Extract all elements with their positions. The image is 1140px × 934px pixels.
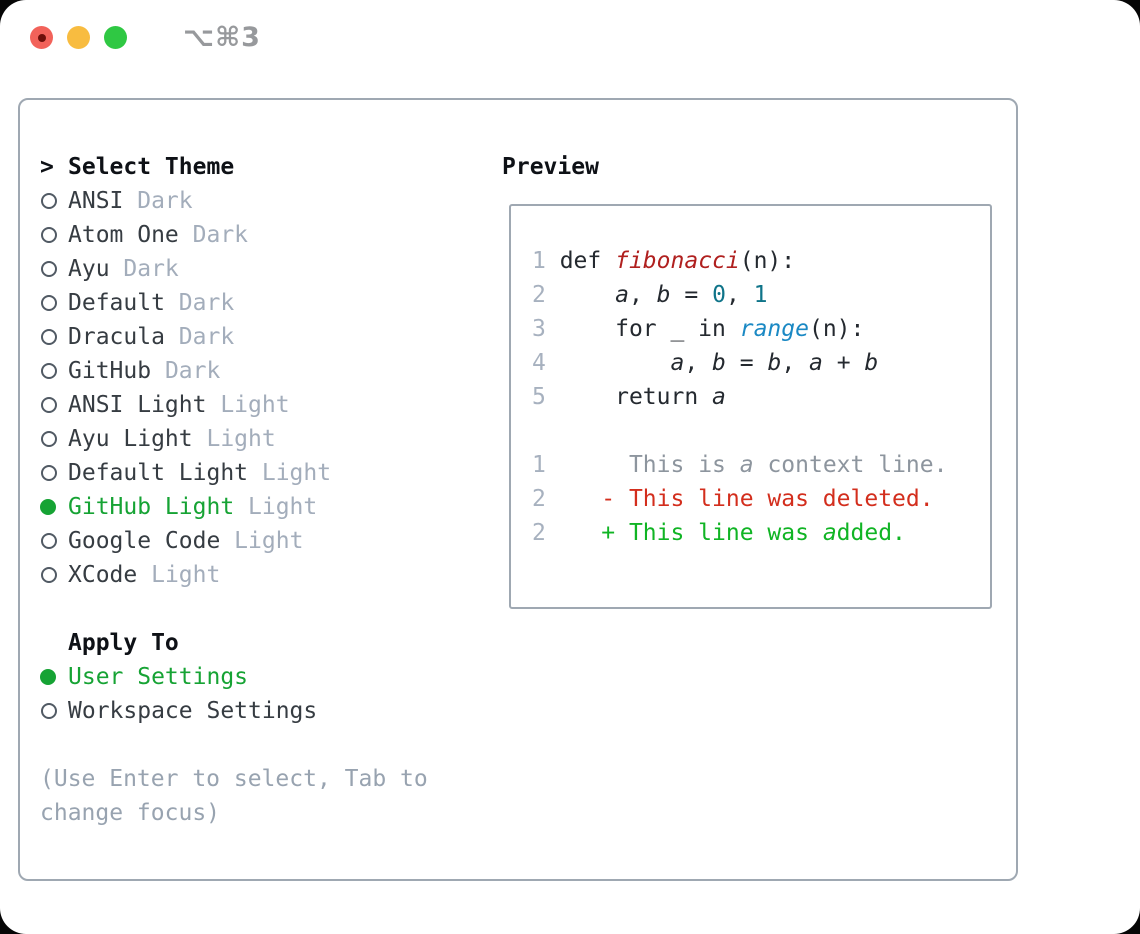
theme-variant-tag: Light (206, 392, 290, 418)
theme-name: Dracula (68, 324, 165, 350)
theme-name: Ayu Light (68, 426, 193, 452)
theme-name: GitHub Light (68, 494, 235, 520)
theme-variant-tag: Dark (164, 324, 235, 350)
maximize-button[interactable] (104, 26, 127, 49)
theme-option-dracula[interactable]: Dracula Dark (40, 320, 428, 354)
radio-unselected-icon (40, 286, 68, 320)
focus-caret: > (40, 154, 54, 180)
radio-unselected-icon (40, 252, 68, 286)
apply-option-label: User Settings (68, 664, 249, 690)
theme-option-ayu-light[interactable]: Ayu Light Light (40, 422, 428, 456)
theme-variant-tag: Dark (164, 290, 235, 316)
theme-option-ansi[interactable]: ANSI Dark (40, 184, 428, 218)
theme-option-xcode[interactable]: XCode Light (40, 558, 428, 592)
keyboard-shortcut-label: ⌥⌘3 (183, 22, 261, 53)
theme-name: Google Code (68, 528, 221, 554)
theme-variant-tag: Light (192, 426, 276, 452)
close-button-dot (37, 33, 46, 42)
preview-line: 1 def fibonacci(n): (532, 248, 796, 274)
apply-option-label: Workspace Settings (68, 698, 318, 724)
preview-line (532, 414, 976, 448)
theme-option-atom-one[interactable]: Atom One Dark (40, 218, 428, 252)
radio-unselected-icon (40, 456, 68, 490)
radio-unselected-icon (40, 558, 68, 592)
minimize-button[interactable] (67, 26, 90, 49)
preview-line: 1 This is a context line. (532, 452, 948, 478)
theme-variant-tag: Dark (123, 188, 193, 214)
theme-variant-tag: Light (220, 528, 304, 554)
theme-option-default[interactable]: Default Dark (40, 286, 428, 320)
radio-unselected-icon (40, 422, 68, 456)
theme-variant-tag: Light (248, 460, 332, 486)
theme-variant-tag: Dark (178, 222, 249, 248)
radio-unselected-icon (40, 694, 68, 728)
preview-line: 2 + This line was added. (532, 520, 906, 546)
theme-variant-tag: Light (137, 562, 221, 588)
theme-variant-tag: Dark (109, 256, 179, 282)
apply-to-header: Apply To (68, 630, 179, 656)
hint-line: change focus) (40, 800, 221, 826)
theme-option-github-light[interactable]: GitHub Light Light (40, 490, 428, 524)
radio-unselected-icon (40, 218, 68, 252)
theme-name: Atom One (68, 222, 179, 248)
spacer (40, 728, 428, 762)
theme-option-ansi-light[interactable]: ANSI Light Light (40, 388, 428, 422)
theme-option-github[interactable]: GitHub Dark (40, 354, 428, 388)
theme-name: Default (68, 290, 165, 316)
preview-line: 5 return a (532, 384, 726, 410)
select-theme-header: > Select Theme (40, 150, 428, 184)
theme-name: GitHub (68, 358, 152, 384)
theme-option-google-code[interactable]: Google Code Light (40, 524, 428, 558)
select-theme-header-label: Select Theme (68, 154, 235, 180)
radio-unselected-icon (40, 524, 68, 558)
radio-unselected-icon (40, 320, 68, 354)
radio-unselected-icon (40, 184, 68, 218)
close-button[interactable] (30, 26, 53, 49)
hint-line: (Use Enter to select, Tab to (40, 766, 428, 792)
apply-option-workspace-settings[interactable]: Workspace Settings (40, 694, 428, 728)
radio-unselected-icon (40, 354, 68, 388)
radio-selected-icon (40, 490, 68, 524)
theme-variant-tag: Light (234, 494, 318, 520)
preview-line: 2 a, b = 0, 1 (532, 282, 768, 308)
theme-name: Default Light (68, 460, 249, 486)
hint-text: (Use Enter to select, Tab to change focus… (40, 762, 428, 830)
theme-name: ANSI Light (68, 392, 207, 418)
radio-unselected-icon (40, 388, 68, 422)
spacer (40, 592, 428, 626)
radio-selected-icon (40, 660, 68, 694)
preview-line: 2 - This line was deleted. (532, 486, 934, 512)
titlebar: ⌥⌘3 (30, 22, 261, 53)
preview-box: 1 def fibonacci(n): 2 a, b = 0, 1 3 for _ … (509, 204, 992, 609)
apply-option-user-settings[interactable]: User Settings (40, 660, 428, 694)
preview-line: 4 a, b = b, a + b (532, 350, 879, 376)
preview-line: 3 for _ in range(n): (532, 316, 865, 342)
preview-header: Preview (502, 154, 599, 180)
theme-option-ayu[interactable]: Ayu Dark (40, 252, 428, 286)
theme-variant-tag: Dark (151, 358, 221, 384)
theme-name: Ayu (68, 256, 110, 282)
theme-name: XCode (68, 562, 138, 588)
theme-name: ANSI (68, 188, 124, 214)
theme-option-default-light[interactable]: Default Light Light (40, 456, 428, 490)
